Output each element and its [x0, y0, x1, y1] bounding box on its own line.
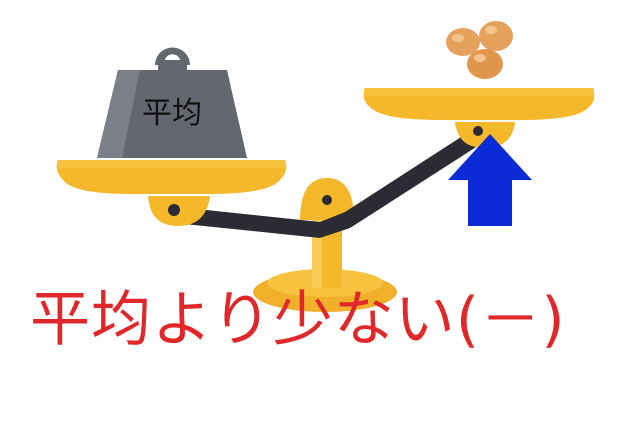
scale-pivot — [300, 178, 354, 220]
left-pan — [56, 160, 287, 226]
arrow-up-icon — [448, 134, 532, 226]
right-pan — [363, 88, 595, 148]
caption-text: 平均より少ない(－) — [30, 285, 566, 355]
beans-icon — [446, 21, 513, 79]
weight-icon — [97, 47, 247, 158]
weight: 平均 — [97, 47, 247, 158]
weight-label: 平均 — [142, 96, 202, 131]
